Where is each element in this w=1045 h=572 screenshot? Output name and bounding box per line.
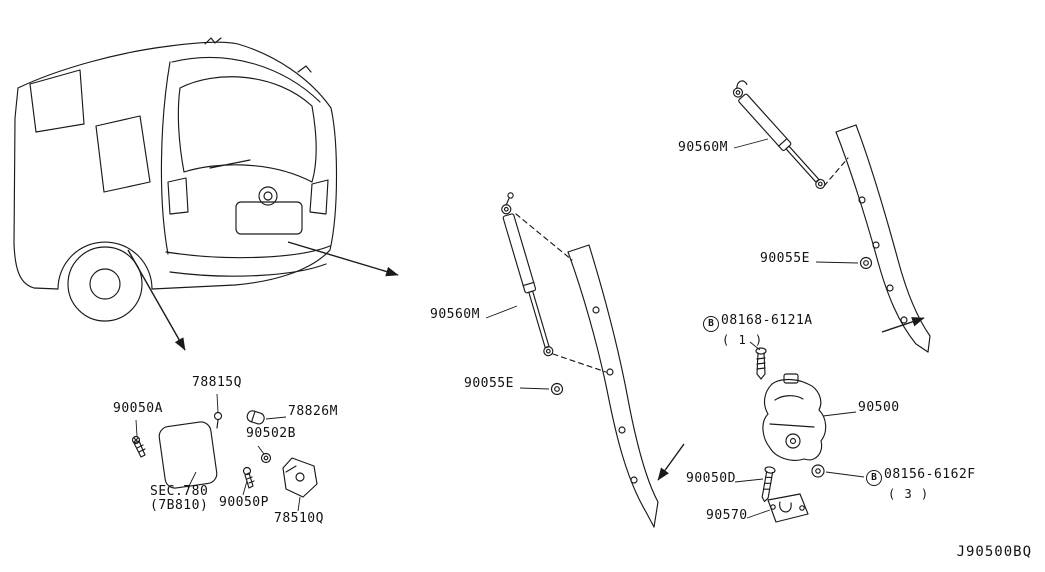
bolt-90050d-part [761,466,776,503]
hinge-detail [204,37,222,45]
bumper-crease [165,245,331,259]
wheel-hub [89,268,121,300]
part-number: 08168-6121A [721,313,813,328]
part-label-90055e-mid: 90055E [464,376,514,391]
tailgate-left-edge [160,61,171,255]
arrow-to-mid-group [287,241,399,277]
grommet-mid-part [550,382,564,396]
part-label-90500: 90500 [858,400,900,415]
part-number: 08156-6162F [884,467,976,482]
harness-detail [297,65,312,73]
grommet-right-part [859,256,873,270]
leader-lines [135,138,865,519]
stay-panel-mid [515,213,659,528]
arrow-to-subassembly [127,249,186,351]
part-label-90055e-right: 90055E [760,251,810,266]
part-label-78815q: 78815Q [192,375,242,390]
finisher-pad [158,421,218,489]
rear-wheel [67,246,143,322]
sec-sub-label: (7B810) [150,498,209,513]
taillight-left [167,177,189,215]
circled-b-icon: B [703,316,719,332]
part-label-90560m-mid: 90560M [430,307,480,322]
car-rear-drawing [13,37,338,322]
side-window-rear [95,115,151,193]
part-label-90502b: 90502B [246,426,296,441]
gas-strut-right [732,80,826,190]
emblem-inner [263,191,273,201]
finisher-subassembly [131,410,318,498]
part-qty: ( 1 ) [722,333,764,347]
side-window-front [29,69,85,133]
bumper-lower-crease [169,263,327,277]
sec-780-ref: SEC.780 (7B810) [150,485,208,513]
rear-window [177,76,317,183]
screw-90050a-part [131,435,146,458]
license-recess [235,201,303,235]
grommet-90502b-part [260,452,272,464]
pointer-arrows [127,241,925,481]
part-label-90050p: 90050P [219,495,269,510]
tailgate-top-edge [171,56,321,103]
clip-78815q-part [213,411,223,421]
arrow-mid-panel [657,443,685,481]
diagram-code: J90500BQ [956,544,1032,560]
part-label-78826m: 78826M [288,404,338,419]
gas-strut-mid [501,192,554,357]
part-label-90050a: 90050A [113,401,163,416]
stay-panel-right [823,124,931,353]
part-qty: ( 3 ) [888,487,930,501]
bolt-08168-part [755,347,767,380]
sec-label: SEC.780 [150,484,209,499]
rear-wiper [209,159,251,169]
bracket-78510q-part [282,457,318,498]
emblem [258,186,278,206]
lock-assembly [762,373,827,461]
part-label-78510q: 78510Q [274,511,324,526]
striker-90570-part [767,493,809,523]
taillight-right [309,179,329,215]
washer-08156-part [811,464,825,478]
bumper-78826m-part [246,410,265,425]
circled-b-icon: B [866,470,882,486]
part-label-90560m-right: 90560M [678,140,728,155]
screw-90050p-part [242,466,255,489]
part-label-90570: 90570 [706,508,748,523]
part-label-90050d: 90050D [686,471,736,486]
